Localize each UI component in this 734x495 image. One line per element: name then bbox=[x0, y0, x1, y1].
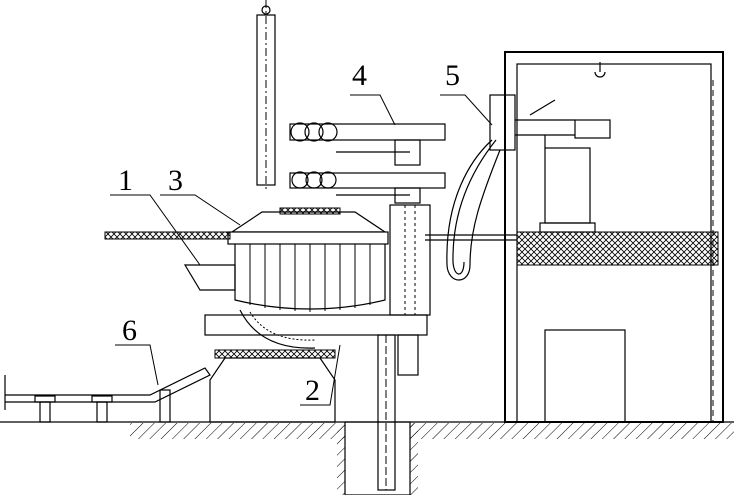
flexible-cable bbox=[425, 140, 517, 280]
transformer-building bbox=[490, 52, 723, 422]
label-1: 1 bbox=[118, 164, 133, 197]
electrode bbox=[257, 0, 275, 190]
mast bbox=[390, 205, 430, 375]
conveyor bbox=[5, 368, 210, 422]
label-3: 3 bbox=[168, 164, 183, 197]
electrode-arms bbox=[290, 123, 445, 203]
label-2: 2 bbox=[305, 374, 320, 407]
ground bbox=[0, 422, 734, 495]
furnace-body bbox=[105, 208, 388, 348]
label-4: 4 bbox=[352, 59, 367, 92]
label-5: 5 bbox=[445, 59, 460, 92]
label-6: 6 bbox=[122, 314, 137, 347]
